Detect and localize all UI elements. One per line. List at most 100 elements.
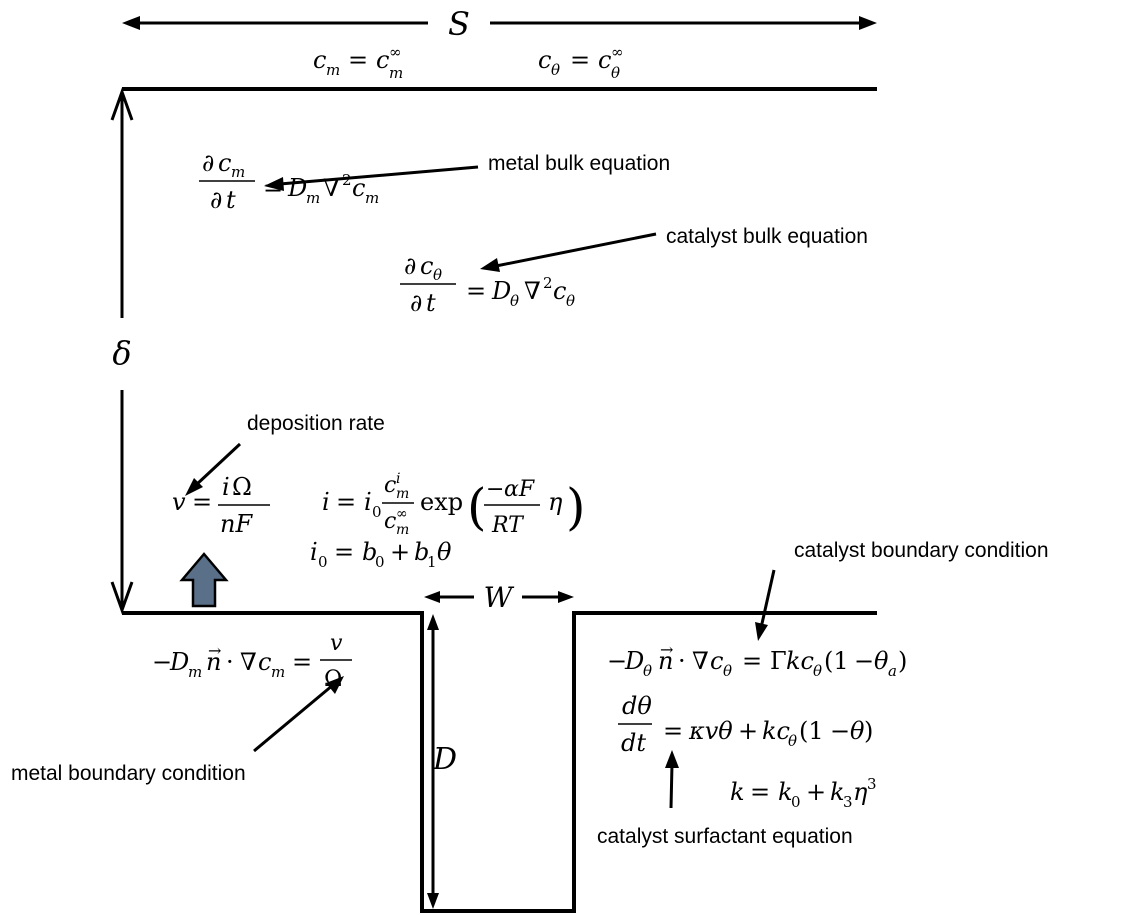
svg-text:−: − [607, 647, 627, 675]
svg-text:2: 2 [342, 171, 352, 189]
svg-text:t: t [426, 289, 436, 317]
svg-text:exp: exp [420, 488, 463, 516]
w-label: W [484, 581, 515, 614]
svg-text:c: c [258, 648, 271, 676]
svg-text:c: c [384, 509, 396, 534]
delta-dimension-arrow [110, 87, 134, 615]
svg-text:D: D [287, 174, 307, 202]
svg-text:∞: ∞ [611, 43, 624, 61]
svg-text:=: = [466, 277, 486, 305]
svg-text:nF: nF [220, 510, 253, 538]
svg-text:=: = [663, 717, 683, 745]
svg-text:k: k [730, 778, 745, 806]
metal-boundary-pointer-arrow [253, 676, 344, 753]
svg-text:n: n [658, 647, 673, 675]
svg-text:=: = [192, 488, 212, 516]
svg-text:c: c [553, 277, 566, 305]
svg-text:θ: θ [566, 292, 575, 310]
svg-text:(: ( [467, 478, 487, 536]
exchange-current-equation: i 0 = b 0 + b 1 θ [310, 538, 452, 571]
surfactant-equation: dθ dt = κvθ + kc θ (1 − θ ) [618, 692, 873, 757]
svg-text:·: · [226, 648, 234, 676]
svg-text:dt: dt [621, 729, 646, 757]
svg-text:3: 3 [843, 793, 853, 811]
svg-text:=: = [336, 488, 356, 516]
svg-text:·: · [678, 647, 686, 675]
catalyst-surfactant-label: catalyst surfactant equation [597, 825, 853, 848]
svg-text:k: k [830, 778, 845, 806]
svg-text:m: m [188, 663, 202, 681]
svg-text:(1: (1 [799, 717, 824, 745]
catalyst-boundary-equation: − D θ n → · ∇ c θ = Γ kc θ (1 − θ a ) [607, 640, 907, 680]
velocity-equation: v = i Ω nF [172, 473, 270, 538]
w-dimension-arrow [424, 591, 574, 603]
svg-text:=: = [334, 538, 354, 566]
svg-text:θ: θ [643, 662, 652, 680]
svg-text:t: t [226, 186, 236, 214]
svg-text:θ: θ [813, 662, 822, 680]
svg-text:c: c [420, 252, 433, 280]
svg-text:+: + [390, 538, 410, 566]
svg-text:−: − [152, 648, 172, 676]
svg-text:0: 0 [372, 503, 382, 521]
svg-text:D: D [169, 648, 189, 676]
svg-text:θ: θ [437, 538, 452, 566]
d-dimension-arrow [427, 614, 439, 909]
svg-text:Ω: Ω [232, 473, 252, 501]
svg-text:c: c [710, 647, 723, 675]
svg-text:dθ: dθ [622, 692, 652, 720]
metal-bulk-pointer-arrow [264, 165, 479, 191]
svg-text:∂: ∂ [410, 289, 422, 317]
metal-boundary-equation: − D m n → · ∇ c m = v Ω [152, 631, 352, 692]
svg-text:i: i [310, 538, 318, 566]
svg-text:m: m [396, 522, 409, 538]
svg-text:−: − [830, 717, 850, 745]
catalyst-bulk-equation: ∂ c θ ∂ t = D θ ∇ 2 c θ [400, 252, 575, 317]
svg-text:i: i [364, 488, 372, 516]
svg-text:∞: ∞ [389, 43, 402, 61]
svg-text:kc: kc [762, 717, 790, 745]
svg-text:m: m [231, 163, 245, 181]
svg-text:m: m [326, 61, 340, 79]
bulk-concentration-cm: c m = c ∞ m [313, 43, 403, 82]
svg-text:θ: θ [723, 662, 732, 680]
svg-text:n: n [206, 648, 221, 676]
catalyst-boundary-label: catalyst boundary condition [794, 539, 1049, 562]
current-equation: i = i 0 c i m c ∞ m exp ( − αF RT η ) [322, 471, 586, 538]
svg-text:D: D [491, 277, 511, 305]
svg-text:∇: ∇ [524, 277, 541, 305]
svg-text:3: 3 [867, 775, 877, 793]
bulk-concentration-ctheta: c θ = c ∞ θ [538, 43, 624, 82]
svg-text:θ: θ [874, 647, 889, 675]
catalyst-bulk-pointer-arrow [480, 232, 657, 272]
svg-text:=: = [348, 46, 368, 74]
svg-text:2: 2 [543, 274, 553, 292]
svg-text:): ) [898, 647, 907, 675]
metal-bulk-equation: ∂ c m ∂ t = D m ∇ 2 c m [199, 149, 379, 214]
svg-text:m: m [389, 64, 403, 82]
svg-text:→: → [660, 640, 673, 659]
svg-text:b: b [414, 538, 429, 566]
svg-text:κvθ: κvθ [688, 717, 733, 745]
svg-text:∂: ∂ [404, 252, 416, 280]
svg-text:θ: θ [433, 266, 442, 284]
svg-text:0: 0 [375, 553, 385, 571]
svg-text:b: b [362, 538, 377, 566]
deposition-rate-label: deposition rate [247, 412, 385, 435]
svg-text:+: + [738, 717, 758, 745]
svg-text:1: 1 [427, 553, 437, 571]
svg-text:c: c [538, 46, 551, 74]
delta-label: δ [112, 334, 131, 372]
svg-text:v: v [330, 631, 343, 656]
svg-text:i: i [396, 471, 400, 487]
svg-text:c: c [313, 46, 326, 74]
deposition-direction-arrow [179, 552, 229, 608]
svg-text:m: m [306, 189, 320, 207]
svg-text:θ: θ [611, 64, 620, 82]
svg-text:m: m [396, 486, 409, 502]
svg-text:m: m [271, 663, 285, 681]
svg-text:θ: θ [850, 717, 865, 745]
svg-text:0: 0 [318, 553, 328, 571]
svg-text:Γ: Γ [770, 647, 787, 675]
